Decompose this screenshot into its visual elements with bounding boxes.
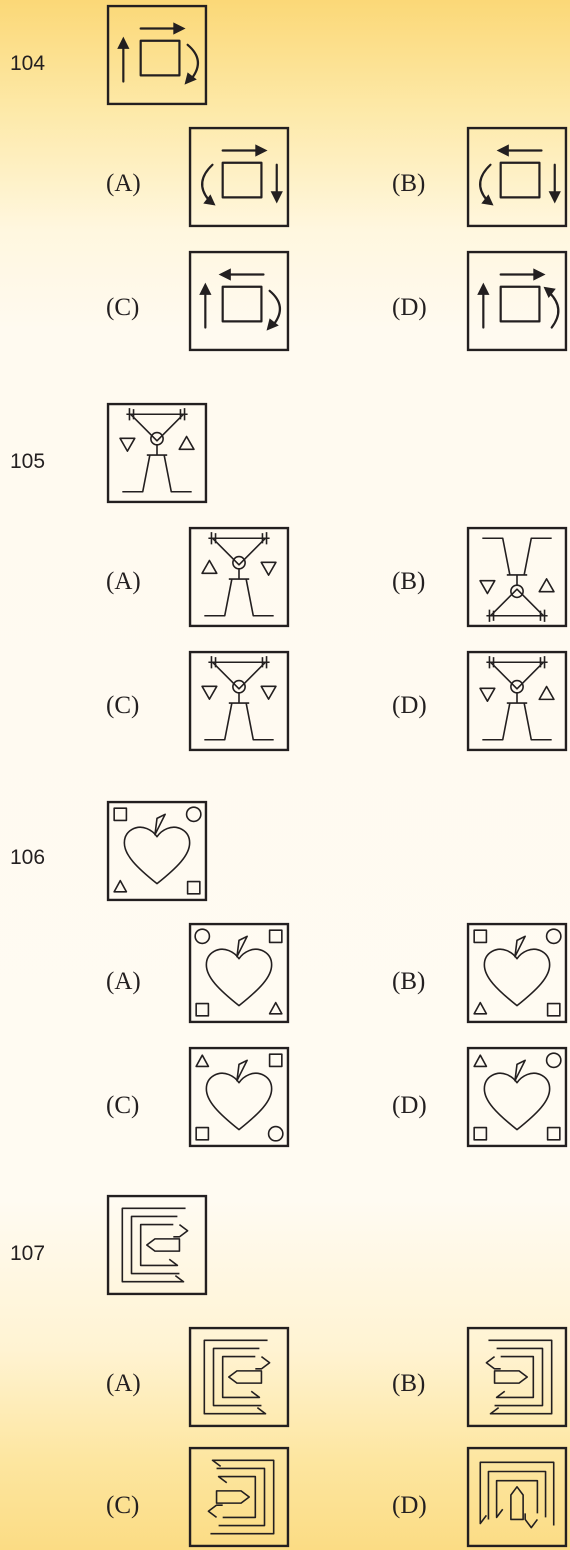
option-d-figure[interactable]: [466, 650, 568, 752]
option-d-figure[interactable]: [466, 1046, 568, 1148]
question-figure: [106, 1194, 208, 1296]
option-label: (A): [106, 568, 141, 596]
option-c-figure[interactable]: [188, 650, 290, 752]
option-b-figure[interactable]: [466, 126, 568, 228]
option-label: (A): [106, 968, 141, 996]
option-label: (C): [106, 692, 139, 720]
option-c-figure[interactable]: [188, 1446, 290, 1548]
option-label: (D): [392, 692, 427, 720]
option-c-figure[interactable]: [188, 250, 290, 352]
option-label: (A): [106, 170, 141, 198]
option-label: (B): [392, 568, 425, 596]
option-label: (D): [392, 1092, 427, 1120]
option-c-figure[interactable]: [188, 1046, 290, 1148]
option-label: (D): [392, 294, 427, 322]
option-label: (C): [106, 1092, 139, 1120]
question-figure: [106, 4, 208, 106]
question-number: 104: [10, 52, 45, 76]
option-label: (D): [392, 1492, 427, 1520]
question-figure: [106, 800, 208, 902]
option-label: (C): [106, 294, 139, 322]
option-b-figure[interactable]: [466, 1326, 568, 1428]
option-label: (C): [106, 1492, 139, 1520]
question-number: 107: [10, 1242, 45, 1266]
question-figure: [106, 402, 208, 504]
option-label: (A): [106, 1370, 141, 1398]
option-a-figure[interactable]: [188, 526, 290, 628]
option-label: (B): [392, 968, 425, 996]
question-number: 105: [10, 450, 45, 474]
option-a-figure[interactable]: [188, 1326, 290, 1428]
option-b-figure[interactable]: [466, 922, 568, 1024]
option-label: (B): [392, 170, 425, 198]
option-d-figure[interactable]: [466, 1446, 568, 1548]
option-a-figure[interactable]: [188, 922, 290, 1024]
option-a-figure[interactable]: [188, 126, 290, 228]
question-number: 106: [10, 846, 45, 870]
option-b-figure[interactable]: [466, 526, 568, 628]
option-d-figure[interactable]: [466, 250, 568, 352]
option-label: (B): [392, 1370, 425, 1398]
